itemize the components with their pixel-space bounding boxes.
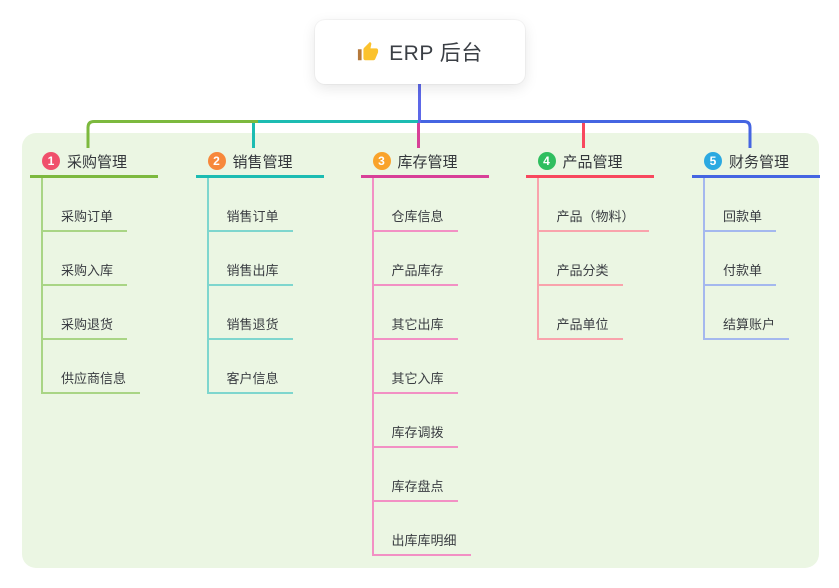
child-node[interactable]: 销售出库 bbox=[208, 232, 293, 286]
branch-node-4[interactable]: 4 产品管理 bbox=[525, 147, 654, 178]
branch-children-5: 回款单付款单结算账户 bbox=[703, 178, 790, 340]
branch-children-1: 采购订单采购入库采购退货供应商信息 bbox=[41, 178, 141, 394]
branch-badge: 1 bbox=[42, 152, 60, 170]
thumbs-up-icon bbox=[357, 41, 379, 63]
child-node[interactable]: 仓库信息 bbox=[373, 178, 458, 232]
child-node[interactable]: 其它出库 bbox=[373, 286, 458, 340]
child-node[interactable]: 其它入库 bbox=[373, 340, 458, 394]
child-node[interactable]: 采购退货 bbox=[43, 286, 128, 340]
branch-node-2[interactable]: 2 销售管理 bbox=[195, 147, 324, 178]
child-node[interactable]: 库存调拨 bbox=[373, 394, 458, 448]
branch-node-5[interactable]: 5 财务管理 bbox=[692, 147, 820, 178]
branch-badge: 5 bbox=[704, 152, 722, 170]
branch-badge: 2 bbox=[207, 152, 226, 170]
child-node[interactable]: 采购入库 bbox=[43, 232, 128, 286]
root-node[interactable]: ERP 后台 bbox=[315, 20, 525, 84]
branch-children-2: 销售订单销售出库销售退货客户信息 bbox=[206, 178, 293, 394]
branch-node-label: 销售管理 bbox=[232, 153, 293, 171]
mindmap-canvas bbox=[22, 133, 819, 568]
child-node[interactable]: 回款单 bbox=[705, 178, 777, 232]
child-node[interactable]: 库存盘点 bbox=[373, 448, 458, 502]
branch-node-label: 财务管理 bbox=[729, 153, 790, 171]
branch-node-label: 库存管理 bbox=[397, 153, 458, 171]
child-node[interactable]: 结算账户 bbox=[705, 286, 790, 340]
child-node[interactable]: 供应商信息 bbox=[43, 340, 141, 394]
branch-children-3: 仓库信息产品库存其它出库其它入库库存调拨库存盘点出库库明细 bbox=[371, 178, 471, 556]
branch-children-4: 产品（物料）产品分类产品单位 bbox=[536, 178, 649, 340]
child-node[interactable]: 产品库存 bbox=[373, 232, 458, 286]
child-node[interactable]: 销售退货 bbox=[208, 286, 293, 340]
child-node[interactable]: 付款单 bbox=[705, 232, 777, 286]
root-node-label: ERP 后台 bbox=[389, 42, 483, 65]
child-node[interactable]: 产品分类 bbox=[538, 232, 623, 286]
child-node[interactable]: 客户信息 bbox=[208, 340, 293, 394]
branch-badge: 4 bbox=[537, 152, 556, 170]
child-node[interactable]: 销售订单 bbox=[208, 178, 293, 232]
branch-node-3[interactable]: 3 库存管理 bbox=[360, 147, 489, 178]
branch-node-label: 产品管理 bbox=[562, 153, 623, 171]
child-node[interactable]: 出库库明细 bbox=[373, 502, 471, 556]
branch-badge: 3 bbox=[372, 152, 391, 170]
child-node[interactable]: 产品单位 bbox=[538, 286, 623, 340]
child-node[interactable]: 产品（物料） bbox=[538, 178, 649, 232]
branch-node-1[interactable]: 1 采购管理 bbox=[30, 147, 158, 178]
child-node[interactable]: 采购订单 bbox=[43, 178, 128, 232]
branch-node-label: 采购管理 bbox=[67, 153, 128, 171]
